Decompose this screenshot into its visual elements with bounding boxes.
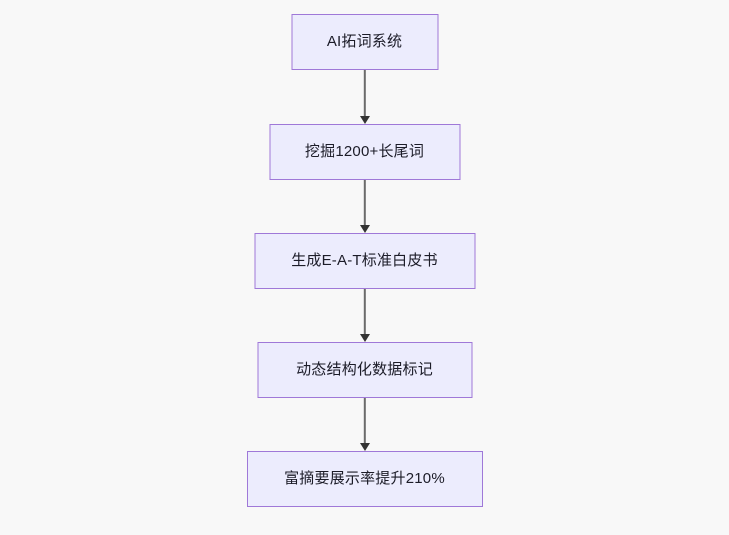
arrowhead-icon — [359, 225, 370, 233]
edge-line — [363, 289, 366, 334]
flow-node-generate-eat-whitepaper[interactable]: 生成E-A-T标准白皮书 — [254, 233, 475, 289]
flow-node-label: 挖掘1200+长尾词 — [304, 143, 425, 160]
arrowhead-icon — [359, 443, 370, 451]
flow-node-mine-longtail-keywords[interactable]: 挖掘1200+长尾词 — [269, 124, 460, 180]
flow-node-ai-keyword-system[interactable]: AI拓词系统 — [291, 14, 438, 70]
flow-node-label: AI拓词系统 — [326, 33, 403, 50]
flow-node-rich-snippet-impression-uplift[interactable]: 富摘要展示率提升210% — [246, 451, 483, 507]
arrowhead-icon — [359, 116, 370, 124]
flow-node-label: 生成E-A-T标准白皮书 — [291, 252, 438, 269]
edge-line — [363, 70, 366, 116]
edge-n4-n5 — [356, 398, 374, 451]
edge-n3-n4 — [356, 289, 374, 342]
edge-line — [363, 398, 366, 443]
edge-n2-n3 — [356, 180, 374, 233]
arrowhead-icon — [359, 334, 370, 342]
flow-node-dynamic-structured-data-markup[interactable]: 动态结构化数据标记 — [257, 342, 472, 398]
flow-node-label: 动态结构化数据标记 — [296, 361, 433, 378]
edge-n1-n2 — [356, 70, 374, 124]
flow-node-label: 富摘要展示率提升210% — [284, 470, 445, 487]
edge-line — [363, 180, 366, 225]
